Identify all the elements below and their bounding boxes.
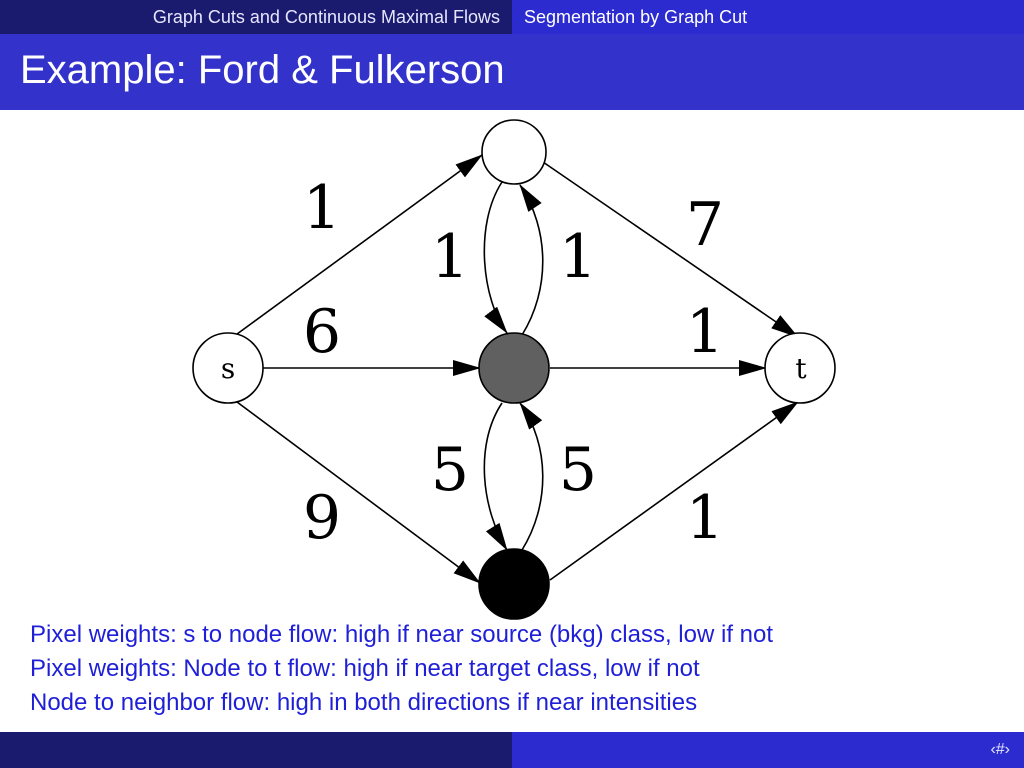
edge-bot-to-mid [519,402,544,551]
footer-right: ‹#› [512,732,1024,768]
top-navigation-bar: Graph Cuts and Continuous Maximal Flows … [0,0,1024,34]
node-mid [478,332,550,404]
edge-label-bot-to-mid: 5 [559,435,597,505]
edge-label-bot-t: 1 [686,483,724,553]
explanation-line: Pixel weights: Node to t flow: high if n… [30,655,700,682]
edge-label-s-mid: 6 [303,297,341,367]
flow-network-diagram: s t 1 7 1 1 6 1 5 5 9 1 [192,119,836,620]
section-right-link[interactable]: Segmentation by Graph Cut [512,0,1024,34]
node-s [192,332,264,404]
node-bot [478,548,550,620]
footer-bar: ‹#› [0,732,1024,768]
node-s-label: s [221,352,235,385]
edge-label-mid-to-top: 1 [559,222,597,292]
node-t [764,332,836,404]
edge-mid-to-top [519,184,544,336]
explanation-line: Node to neighbor flow: high in both dire… [30,689,698,716]
edge-mid-to-bot [483,402,508,551]
edge-label-s-bot: 9 [303,483,341,553]
section-left-link[interactable]: Graph Cuts and Continuous Maximal Flows [0,0,512,34]
edge-top-t [542,161,799,338]
edge-label-top-t: 7 [686,190,724,260]
explanation-line: Pixel weights: s to node flow: high if n… [30,621,774,648]
explanation-text: Pixel weights: s to node flow: high if n… [30,618,773,720]
page-number: ‹#› [990,741,1010,758]
edge-s-bot [232,398,481,584]
footer-left [0,732,512,768]
edge-label-mid-t: 1 [686,297,724,367]
edge-top-to-mid [483,181,508,334]
edge-label-mid-to-bot: 5 [431,435,469,505]
node-t-label: t [795,352,807,385]
edge-label-top-to-mid: 1 [431,222,469,292]
edge-label-s-top: 1 [303,173,341,243]
slide-title: Example: Ford & Fulkerson [20,48,505,92]
node-top [481,119,547,185]
edge-s-top [232,154,483,338]
edge-bot-t [549,401,799,581]
title-bar: Example: Ford & Fulkerson [0,34,1024,110]
